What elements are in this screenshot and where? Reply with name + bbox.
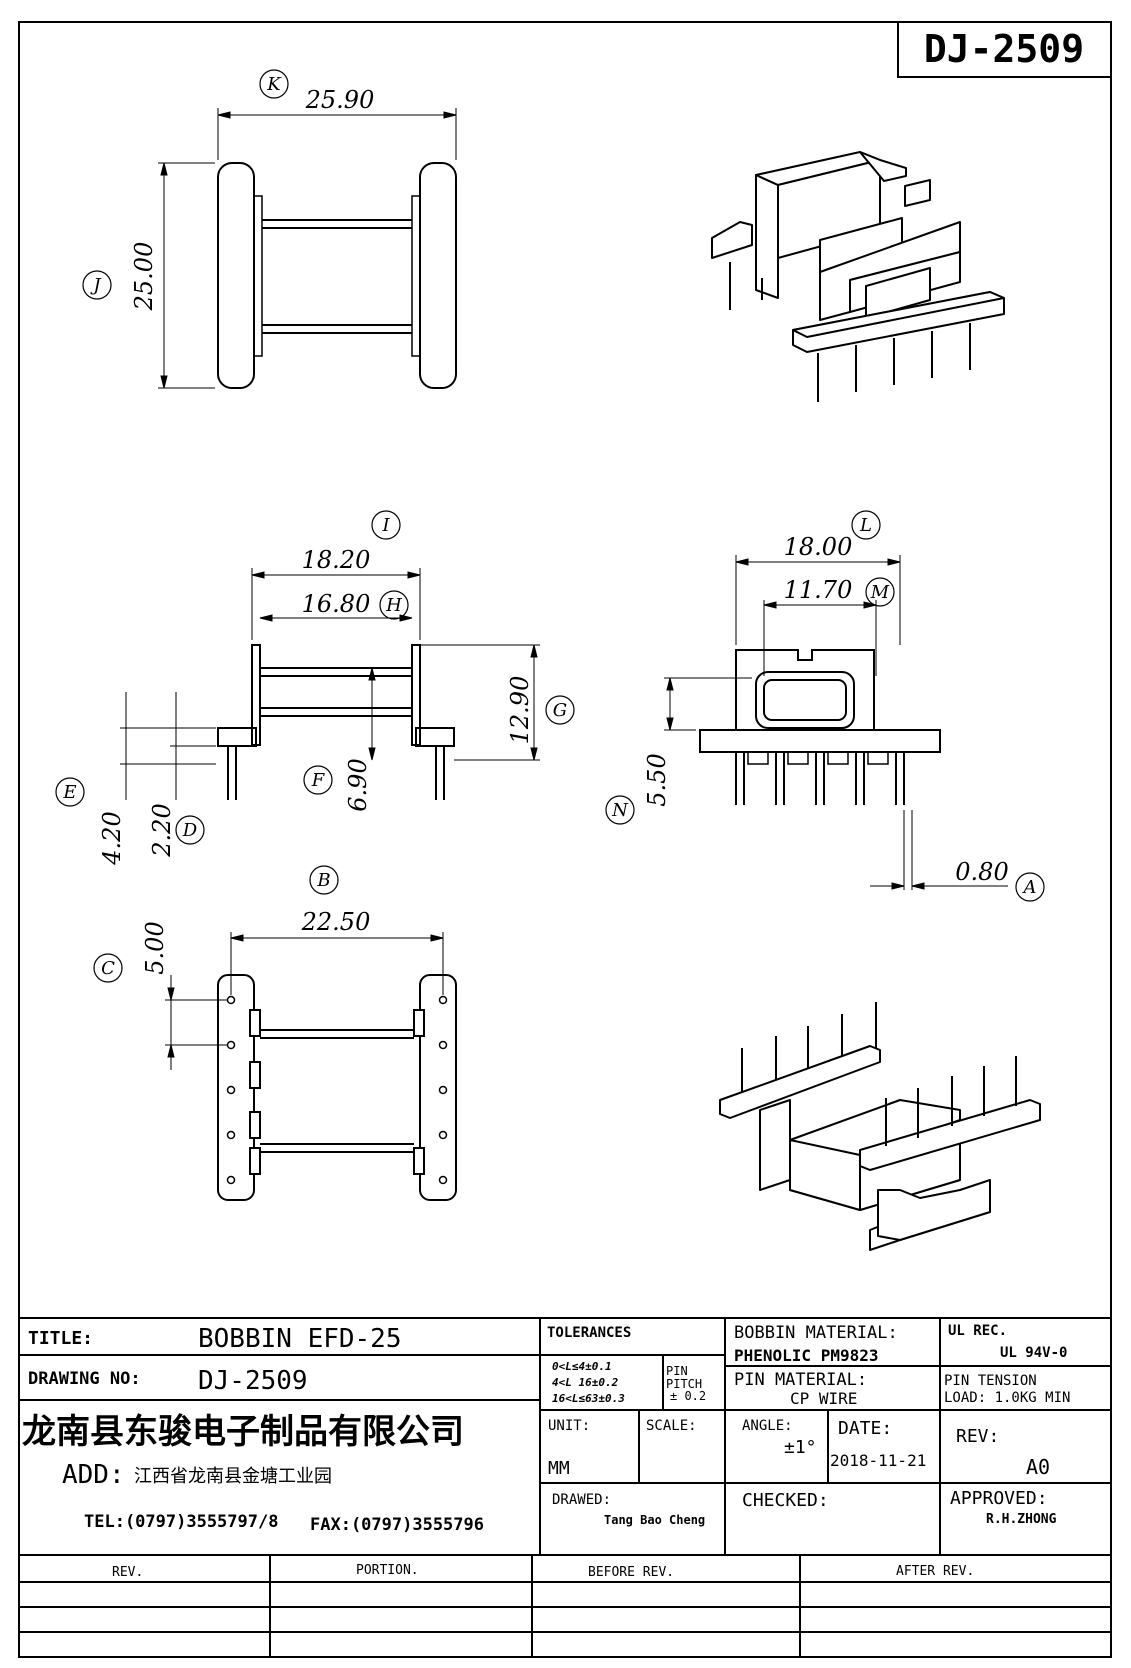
dim-f-label: F xyxy=(311,770,326,791)
company-name: 龙南县东骏电子制品有限公司 xyxy=(22,1412,464,1452)
ul-rec-value: UL 94V-0 xyxy=(1000,1345,1067,1361)
dim-a-value: 0.80 xyxy=(955,858,1008,886)
dim-h: H 16.80 xyxy=(302,590,409,620)
dim-f: F 6.90 xyxy=(303,758,372,812)
dim-d: D 2.20 xyxy=(148,803,205,858)
dim-n-value: 5.50 xyxy=(643,753,671,806)
address: 江西省龙南县金塘工业园 xyxy=(134,1466,332,1487)
dim-e-label: E xyxy=(62,782,76,803)
after-rev-header: AFTER REV. xyxy=(896,1564,974,1579)
add-label: ADD: xyxy=(62,1460,125,1490)
dim-h-value: 16.80 xyxy=(302,590,371,618)
rev-label: REV: xyxy=(956,1426,999,1447)
portion-header: PORTION. xyxy=(356,1563,419,1578)
tolerances-label: TOLERANCES xyxy=(547,1325,631,1341)
dim-k: K 25.90 xyxy=(259,69,375,114)
dim-j: J 25.00 xyxy=(82,242,158,312)
unit-value: MM xyxy=(548,1458,570,1479)
dim-l-value: 18.00 xyxy=(784,533,853,561)
dim-b-label: B xyxy=(316,870,330,891)
dim-c: C 5.00 xyxy=(93,921,169,983)
dim-n-label: N xyxy=(611,800,629,821)
tol-line3: 16<L≤63±0.3 xyxy=(552,1392,625,1405)
pin-pitch-value: ± 0.2 xyxy=(670,1389,706,1403)
bottom-view xyxy=(165,932,457,1201)
angle-label: ANGLE: xyxy=(742,1418,793,1434)
checked-label: CHECKED: xyxy=(742,1490,829,1511)
date-value: 2018-11-21 xyxy=(830,1451,926,1470)
dim-b: B 22.50 xyxy=(301,865,371,936)
bobbin-material-label: BOBBIN MATERIAL: xyxy=(734,1323,898,1343)
dim-l: L 18.00 xyxy=(784,510,881,561)
dim-j-label: J xyxy=(89,275,102,296)
tol-line1: 0<L≤4±0.1 xyxy=(552,1360,612,1373)
date-label: DATE: xyxy=(838,1418,892,1439)
dim-n: N 5.50 xyxy=(605,753,671,825)
tel: TEL:(0797)3555797/8 xyxy=(84,1512,278,1532)
dim-a: A 0.80 xyxy=(955,858,1045,902)
dim-m: M 11.70 xyxy=(784,576,895,607)
rev-header: REV. xyxy=(112,1565,143,1580)
isometric-view-top xyxy=(711,151,1005,402)
dim-b-value: 22.50 xyxy=(301,908,371,936)
drawing-no-value: DJ-2509 xyxy=(198,1366,308,1396)
dim-a-label: A xyxy=(1022,877,1037,898)
side-view xyxy=(664,555,1008,890)
dim-c-label: C xyxy=(101,958,115,979)
dim-d-label: D xyxy=(182,820,198,841)
title-block-text: TITLE: BOBBIN EFD-25 DRAWING NO: DJ-2509… xyxy=(22,1323,1070,1580)
dim-e: E 4.20 xyxy=(55,777,126,866)
top-view xyxy=(158,108,457,389)
title-label: TITLE: xyxy=(28,1328,93,1349)
unit-label: UNIT: xyxy=(548,1418,590,1434)
dim-c-value: 5.00 xyxy=(141,921,169,974)
drawing-no-label: DRAWING NO: xyxy=(28,1369,141,1389)
ul-rec-label: UL REC. xyxy=(948,1323,1007,1339)
dim-k-label: K xyxy=(266,74,282,95)
dim-m-label: M xyxy=(870,582,890,603)
angle-value: ±1° xyxy=(784,1437,817,1458)
drawing-id-box: DJ-2509 xyxy=(897,22,1111,78)
dim-h-label: H xyxy=(385,595,402,616)
tol-line2: 4<L 16±0.2 xyxy=(552,1376,619,1389)
dim-g-value: 12.90 xyxy=(506,676,534,745)
drawing-id: DJ-2509 xyxy=(924,27,1084,71)
dim-f-value: 6.90 xyxy=(344,758,372,811)
title-value: BOBBIN EFD-25 xyxy=(198,1324,402,1354)
dim-k-value: 25.90 xyxy=(305,86,375,114)
before-rev-header: BEFORE REV. xyxy=(588,1565,674,1580)
dim-l-label: L xyxy=(859,515,872,536)
dim-g: G 12.90 xyxy=(506,676,575,745)
front-view xyxy=(120,568,540,800)
drawed-value: Tang Bao Cheng xyxy=(604,1513,705,1527)
pin-tension-label: PIN TENSION xyxy=(944,1373,1037,1389)
sheet-border xyxy=(18,21,1112,1658)
scale-label: SCALE: xyxy=(646,1418,697,1434)
approved-label: APPROVED: xyxy=(950,1488,1048,1509)
pin-material-value: CP WIRE xyxy=(790,1389,857,1408)
isometric-view-bottom xyxy=(719,1002,1041,1251)
fax: FAX:(0797)3555796 xyxy=(310,1515,484,1535)
pin-pitch-label2: PITCH xyxy=(666,1377,702,1391)
dim-i: I 18.20 xyxy=(302,510,401,574)
pin-pitch-label1: PIN xyxy=(666,1364,688,1378)
dim-m-value: 11.70 xyxy=(784,576,853,604)
dim-j-value: 25.00 xyxy=(130,242,158,312)
bobbin-material-value: PHENOLIC PM9823 xyxy=(734,1346,879,1365)
dim-e-value: 4.20 xyxy=(98,811,126,865)
approved-value: R.H.ZHONG xyxy=(986,1512,1057,1527)
title-block xyxy=(19,1317,1111,1657)
dim-i-value: 18.20 xyxy=(302,546,371,574)
pin-material-label: PIN MATERIAL: xyxy=(734,1370,867,1390)
rev-value: A0 xyxy=(1026,1455,1050,1479)
dim-i-label: I xyxy=(381,515,390,536)
dim-g-label: G xyxy=(553,700,567,721)
dim-d-value: 2.20 xyxy=(148,803,176,857)
drawed-label: DRAWED: xyxy=(552,1492,611,1508)
pin-tension-value: LOAD: 1.0KG MIN xyxy=(944,1390,1070,1406)
